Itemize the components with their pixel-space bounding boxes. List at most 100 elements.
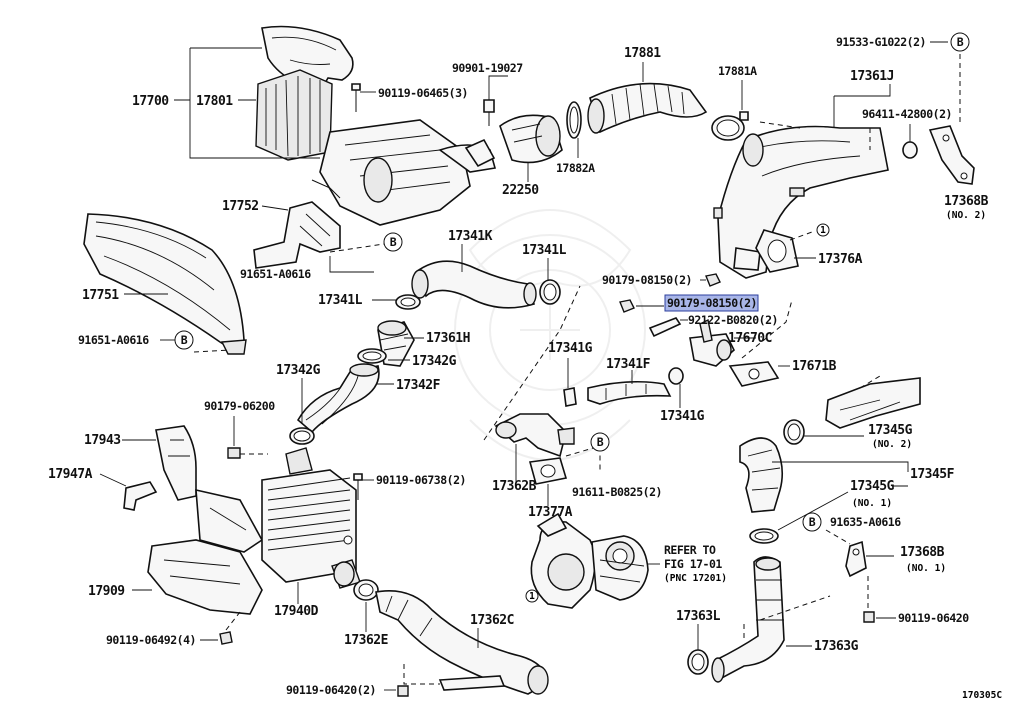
nut-90179-08150-a[interactable] [705,273,721,287]
clamp-17341l-a[interactable] [539,279,561,305]
label-17909: 17909 [88,584,125,599]
intake-hose-17881[interactable] [587,82,708,134]
label-17341f: 17341F [606,357,651,372]
label-17341g-a: 17341G [548,341,593,356]
marker-b-left: B [174,330,194,350]
label-17362c: 17362C [470,613,514,628]
marker-1-lower: 1 [525,589,539,603]
label-17345g-top: 17345G [868,423,913,438]
bolt-90119-06492[interactable] [219,631,233,645]
bracket-17947a[interactable] [123,481,158,511]
label-17345g-mid: 17345G [850,479,895,494]
label-17882a: 17882A [556,161,595,175]
valve-17670c[interactable] [689,318,735,367]
label-17341l-a: 17341L [522,243,567,258]
bracket-17752[interactable] [253,201,341,269]
svg-text:B: B [181,333,188,347]
clamp-17341g-a[interactable] [563,387,577,407]
label-17881a: 17881A [718,64,757,78]
marker-b-upper-left: B [383,232,403,252]
label-17943: 17943 [84,433,121,448]
clamp-17345g-no1[interactable] [749,528,779,544]
label-17363l: 17363L [676,609,721,624]
hose-17363g[interactable] [711,556,785,683]
hose-17341k[interactable] [411,260,537,309]
label-refer-line1: REFER TO [664,543,716,557]
clamp-17362e[interactable] [353,579,379,601]
label-17341k: 17341K [448,229,493,244]
bolt-90119-06420-right[interactable] [863,611,875,623]
label-17341l-b: 17341L [318,293,363,308]
duct-cover-17751[interactable] [83,213,247,355]
hose-17345f[interactable] [739,437,784,513]
label-91635-a0616: 91635-A0616 [830,515,901,529]
clamp-17342g-right[interactable] [357,348,387,364]
label-no1-right: (NO. 1) [906,563,946,574]
label-90179-08150-a: 90179-08150(2) [602,273,692,287]
gasket-17377a[interactable] [528,457,568,485]
pipe-17362b[interactable] [494,413,575,458]
diagram-code: 170305C [962,690,1002,701]
label-17342f: 17342F [396,378,441,393]
svg-text:1: 1 [820,225,826,236]
duct-17909[interactable] [147,488,264,615]
svg-text:1: 1 [529,591,535,602]
air-cleaner-assembly[interactable] [255,25,497,226]
intercooler-17940d[interactable] [261,447,361,589]
hose-17341f[interactable] [587,380,672,405]
label-17363g: 17363G [814,639,859,654]
svg-text:B: B [390,235,397,249]
bolt-90119-06465[interactable] [351,83,361,112]
label-no2-mid: (NO. 2) [872,439,912,450]
pipe-17362c[interactable] [375,590,549,695]
label-no2-top: (NO. 2) [946,210,986,221]
duct-17345-top[interactable] [825,377,921,429]
label-17361j: 17361J [850,69,894,84]
clamp-17345g-no2[interactable] [783,419,805,445]
plug-96411[interactable] [902,141,918,159]
label-17947a: 17947A [48,467,93,482]
marker-1-upper: 1 [816,223,830,237]
bolt-90179-06200[interactable] [227,447,241,459]
svg-text:B: B [957,35,964,49]
label-17801: 17801 [196,94,233,109]
clamp-17341l-b[interactable] [395,294,421,310]
label-91533-g1022: 91533-G1022(2) [836,35,926,49]
label-90119-06492: 90119-06492(4) [106,633,196,647]
clamp-17341g-b[interactable] [668,367,684,385]
svg-text:B: B [809,515,816,529]
label-17377a: 17377A [528,505,573,520]
highlighted-part-90179-08150[interactable]: 90179-08150(2) [664,294,759,312]
label-17751: 17751 [82,288,119,303]
airflow-meter-22250[interactable] [464,114,563,168]
hose-17342f[interactable] [296,363,380,434]
label-91611-b0825: 91611-B0825(2) [572,485,662,499]
svg-text:B: B [597,435,604,449]
clamp-17881a[interactable] [711,111,749,141]
bolt-90119-06420-bottom[interactable] [397,685,409,697]
label-17752: 17752 [222,199,259,214]
label-17670c: 17670C [728,331,772,346]
stud-92122[interactable] [648,317,682,338]
clamp-17882a[interactable] [566,101,582,139]
label-90179-08150-b: 90179-08150(2) [667,296,757,310]
gasket-17376a[interactable] [755,229,799,273]
label-no1-mid: (NO. 1) [852,498,892,509]
label-17342g-left: 17342G [276,363,321,378]
clamp-17342g-left[interactable] [289,427,315,445]
nut-90179-08150-b[interactable] [619,299,635,313]
bracket-17368b-no1[interactable] [845,540,867,578]
label-92122-b0820: 92122-B0820(2) [688,313,778,327]
label-17376a: 17376A [818,252,863,267]
label-17342g-right: 17342G [412,354,457,369]
sensor-90901-19027[interactable] [483,99,495,126]
label-91651-a0616-top: 91651-A0616 [240,267,311,281]
gasket-17671b[interactable] [728,361,780,387]
clamp-17363l[interactable] [687,649,709,675]
bracket-17368b-no2[interactable] [928,125,975,185]
duct-17943[interactable] [155,425,197,501]
turbocharger[interactable] [530,512,649,609]
label-17345f: 17345F [910,467,955,482]
marker-b-center: B [590,432,610,452]
